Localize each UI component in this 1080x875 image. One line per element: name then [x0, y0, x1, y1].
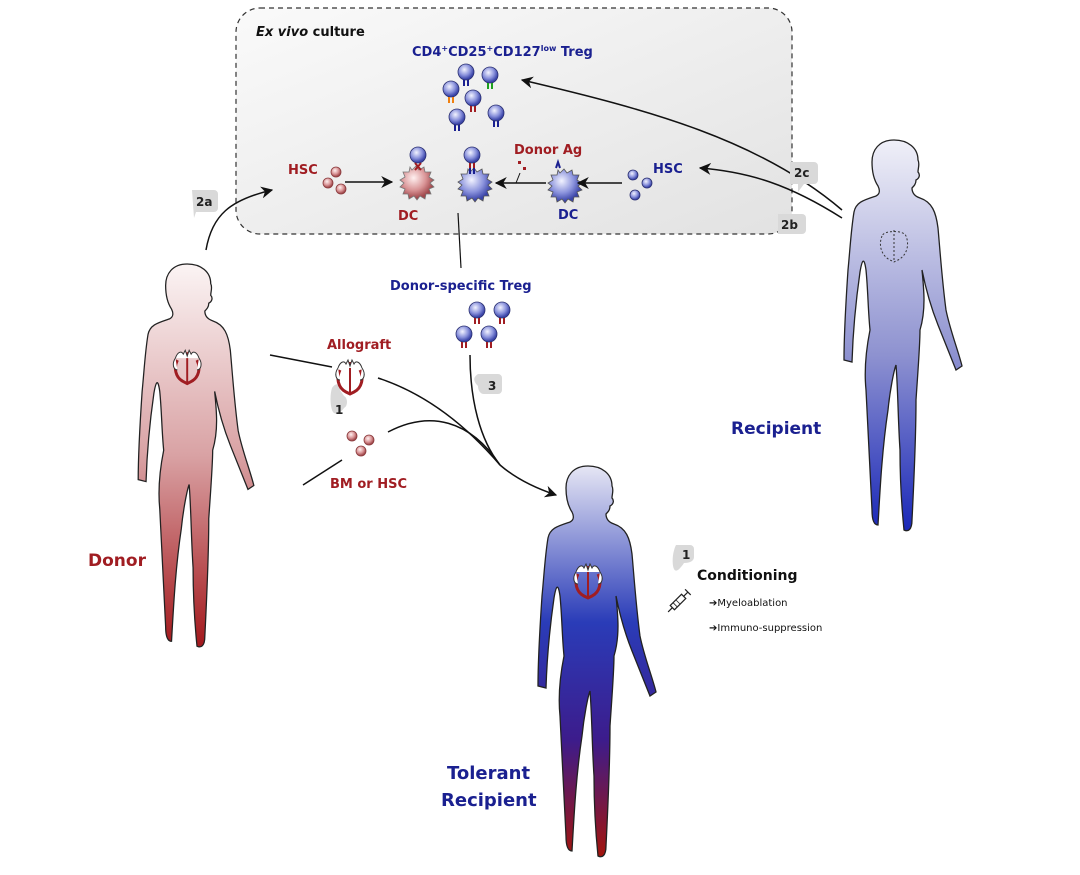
step-2b-badge: 2b — [778, 214, 806, 234]
step-1-graft-badge: 1 — [330, 384, 347, 417]
svg-text:2c: 2c — [794, 166, 809, 180]
allograft-to-recipient-path — [377, 377, 501, 466]
treg-cell — [464, 89, 482, 112]
bm-to-recipient-path — [387, 420, 501, 466]
svg-text:2a: 2a — [196, 195, 212, 209]
bm-or-hsc-label: BM or HSC — [330, 477, 407, 492]
tolerant-recipient-figure — [537, 465, 657, 858]
treg-cell — [457, 63, 475, 86]
treg-cell — [481, 66, 499, 89]
donor-specific-treg-cell — [493, 301, 511, 324]
bm-hsc-cells — [346, 430, 375, 457]
recipient-dc-presenting — [457, 146, 493, 203]
tolerant-label-line1: Tolerant — [447, 763, 530, 784]
combined-arrow-to-tolerant — [499, 464, 558, 498]
recipient-dc — [547, 158, 583, 204]
step-1-conditioning-badge: 1 — [672, 545, 694, 571]
step-3-badge: 3 — [474, 374, 502, 394]
donor-dc-label: DC — [398, 209, 418, 224]
donor-ag-lead — [515, 172, 521, 184]
donor-to-bm-line — [302, 459, 343, 486]
allograft-heart-icon — [334, 358, 366, 396]
donor-specific-treg-cells — [455, 301, 511, 348]
donor-label: Donor — [88, 551, 147, 571]
recipient-dc-label: DC — [558, 208, 578, 223]
donor-to-allograft-line — [269, 354, 333, 368]
donor-specific-treg-cell — [455, 325, 473, 348]
treg-cell — [442, 80, 460, 103]
step-2a-badge: 2a — [192, 190, 218, 218]
recipient-heart-outline-icon — [879, 230, 909, 263]
treg-cell — [448, 108, 466, 131]
donor-ag-particle — [518, 161, 521, 164]
syringe-icon — [667, 588, 692, 613]
arrow-2c-recipient-to-treg — [520, 76, 843, 211]
donor-specific-treg-cell — [480, 325, 498, 348]
treg-pool-label: CD4+CD25+CD127low Treg — [412, 44, 593, 60]
donor-figure — [137, 263, 255, 648]
arrow-2a-donor-to-hsc — [205, 186, 274, 251]
conditioning-item-myeloablation: ➔Myeloablation — [709, 598, 788, 609]
recipient-hsc-cells — [627, 169, 653, 201]
donor-dc — [399, 146, 435, 201]
svg-text:2b: 2b — [781, 218, 798, 232]
svg-text:1: 1 — [682, 548, 690, 562]
svg-text:3: 3 — [488, 379, 496, 393]
svg-text:1: 1 — [335, 403, 343, 417]
donor-ag-label: Donor Ag — [514, 143, 582, 158]
culture-to-treg-line — [457, 212, 462, 269]
tolerant-label-line2: Recipient — [441, 790, 537, 811]
recipient-figure — [843, 139, 963, 532]
step-2c-badge: 2c — [790, 162, 818, 192]
donor-hsc-cells — [322, 166, 347, 195]
donor-ag-particle — [523, 167, 526, 170]
treg-cluster — [442, 63, 505, 131]
arrow-2b-recipient-to-hsc — [698, 162, 843, 219]
treg-to-recipient-path — [469, 354, 501, 466]
conditioning-item-immunosuppression: ➔Immuno-suppression — [709, 623, 822, 634]
donor-hsc-label: HSC — [288, 163, 318, 178]
treg-cell — [487, 104, 505, 127]
donor-specific-treg-cell — [468, 301, 486, 324]
donor-specific-treg-label: Donor-specific Treg — [390, 279, 532, 294]
recipient-label: Recipient — [731, 419, 821, 439]
conditioning-title: Conditioning — [697, 568, 798, 584]
allograft-label: Allograft — [327, 338, 391, 353]
recipient-hsc-label: HSC — [653, 162, 683, 177]
culture-box-title: Ex vivo culture — [256, 25, 365, 40]
ex-vivo-culture-box — [235, 7, 793, 235]
